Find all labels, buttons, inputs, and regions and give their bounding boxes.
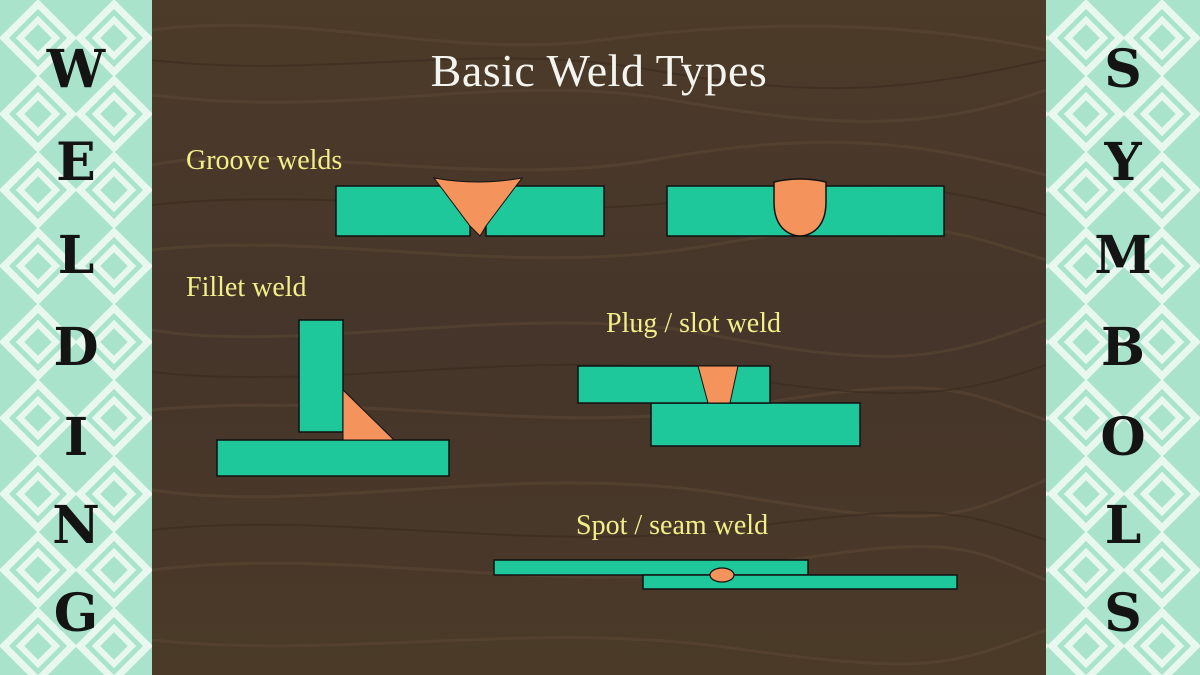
diamond-pattern [1046,0,1200,675]
diagram-board: Basic Weld Types Groove welds Fillet wel… [152,0,1046,675]
side-letter: L [1104,495,1142,556]
groove-weld-u [666,178,945,237]
left-side-panel: W E L D I N G [0,0,152,675]
side-letter: Y [1104,132,1142,193]
side-letter: I [63,407,89,468]
right-side-panel: S Y M B O L S [1046,0,1200,675]
side-letter: G [53,583,99,644]
spot-seam-weld [493,559,958,590]
side-letter: L [57,225,95,286]
diagram-title: Basic Weld Types [430,45,768,96]
fillet-weld-label: Fillet weld [186,272,307,303]
side-letter: O [1100,407,1146,468]
side-letter: N [52,495,100,556]
side-letter: M [1094,225,1152,286]
welding-letters: W E L D I N G [0,0,152,675]
wood-grain [152,0,1046,675]
fillet-weld [216,319,450,477]
side-letter: S [1104,583,1142,644]
groove-welds-label: Groove welds [186,145,343,176]
symbols-letters: S Y M B O L S [1046,0,1200,675]
plug-slot-weld-label: Plug / slot weld [606,308,782,339]
diamond-pattern [0,0,152,675]
plug-slot-weld [577,365,861,447]
side-letter: E [56,132,96,193]
spot-seam-weld-label: Spot / seam weld [576,510,769,541]
groove-weld-v [335,177,605,237]
side-letter: S [1104,39,1142,100]
side-letter: D [53,317,99,378]
side-letter: W [46,39,106,100]
side-letter: B [1101,317,1145,378]
